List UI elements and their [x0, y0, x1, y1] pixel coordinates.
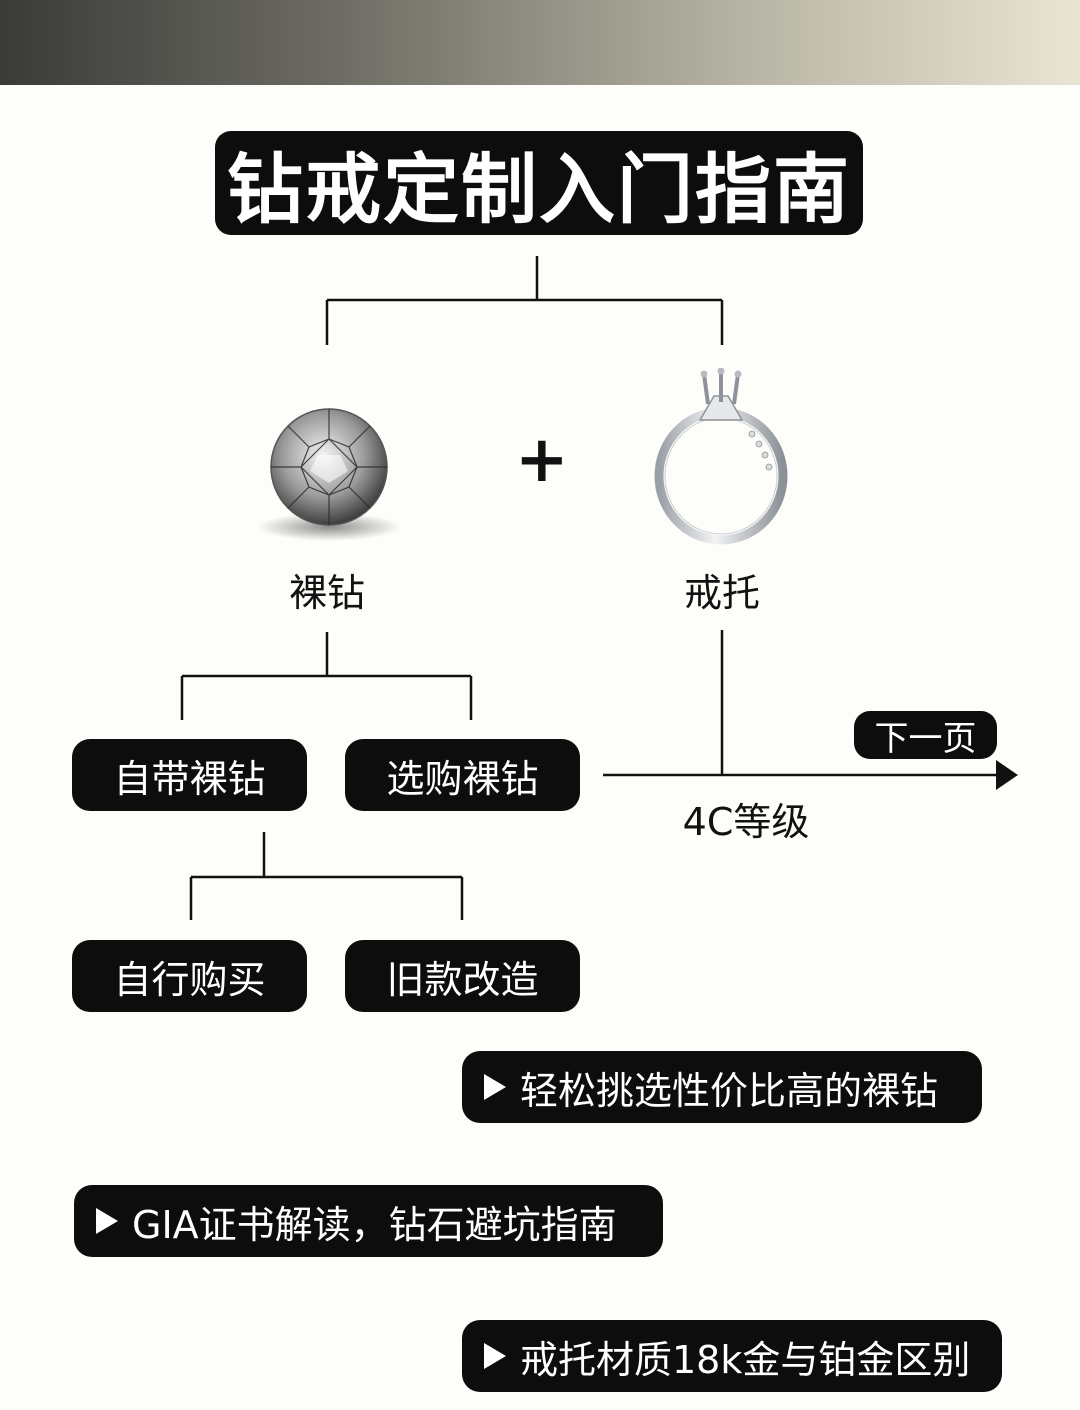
diamond-label: 裸钻: [288, 571, 365, 615]
play-triangle-icon: [484, 1074, 506, 1100]
old-redesign-button[interactable]: 旧款改造: [345, 940, 580, 1012]
tip-text: 轻松挑选性价比高的裸钻: [520, 1068, 939, 1113]
tip-text: GIA证书解读，钻石避坑指南: [132, 1202, 617, 1247]
self-purchase-button[interactable]: 自行购买: [72, 940, 307, 1012]
next-page-button[interactable]: 下一页: [854, 711, 997, 759]
diamond-icon: [257, 408, 401, 541]
ring-setting-icon: [654, 368, 788, 545]
setting-label: 戒托: [683, 571, 760, 615]
header-gradient-bar: [0, 0, 1080, 85]
plus-sign: +: [515, 423, 569, 497]
tip-link-value-diamond[interactable]: 轻松挑选性价比高的裸钻: [462, 1051, 982, 1123]
tip-link-setting-material[interactable]: 戒托材质18k金与铂金区别: [462, 1320, 1002, 1392]
tip-link-gia-certificate[interactable]: GIA证书解读，钻石避坑指南: [74, 1185, 663, 1257]
tip-text: 戒托材质18k金与铂金区别: [520, 1337, 971, 1382]
play-triangle-icon: [96, 1208, 118, 1234]
own-diamond-button[interactable]: 自带裸钻: [72, 739, 307, 811]
buy-diamond-button[interactable]: 选购裸钻: [345, 739, 580, 811]
page-title: 钻戒定制入门指南: [215, 131, 863, 235]
play-triangle-icon: [484, 1343, 506, 1369]
arrow-right-icon: [996, 760, 1018, 790]
grade-4c-label: 4C等级: [682, 800, 810, 844]
